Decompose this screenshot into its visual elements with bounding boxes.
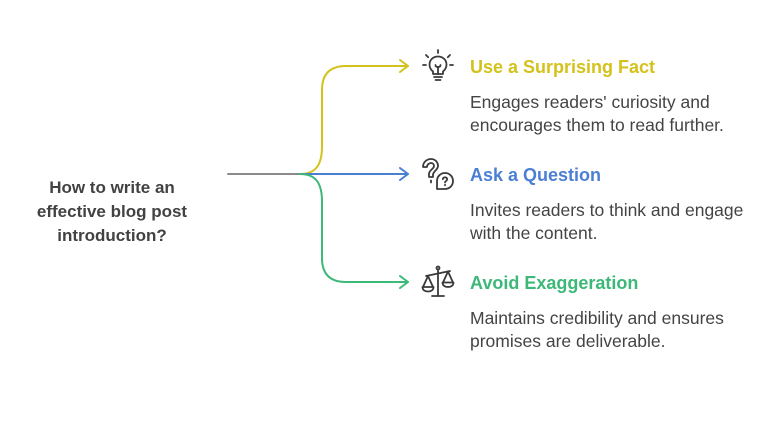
branch-arrow-surprising-fact xyxy=(399,59,409,73)
branch-arrow-avoid-exaggeration xyxy=(399,275,409,289)
balance-scale-icon xyxy=(420,264,456,300)
branch-title-ask-question: Ask a Question xyxy=(470,165,602,185)
root-question-label: How to write an effective blog post intr… xyxy=(36,178,188,245)
branch-description-avoid-exaggeration: Maintains credibility and ensures promis… xyxy=(470,308,724,351)
branch-description-ask-question: Invites readers to think and engage with… xyxy=(470,200,744,243)
branch-connector-line-avoid-exaggeration xyxy=(299,173,409,283)
question-icon xyxy=(420,156,456,192)
branch-arrow-ask-question xyxy=(399,167,409,181)
branch-description-surprising-fact: Engages readers' curiosity and encourage… xyxy=(470,92,724,135)
lightbulb-icon xyxy=(420,48,456,84)
branch-title-avoid-exaggeration: Avoid Exaggeration xyxy=(470,273,639,293)
branch-title-surprising-fact: Use a Surprising Fact xyxy=(470,57,656,77)
branch-connector-line-surprising-fact xyxy=(299,65,409,175)
